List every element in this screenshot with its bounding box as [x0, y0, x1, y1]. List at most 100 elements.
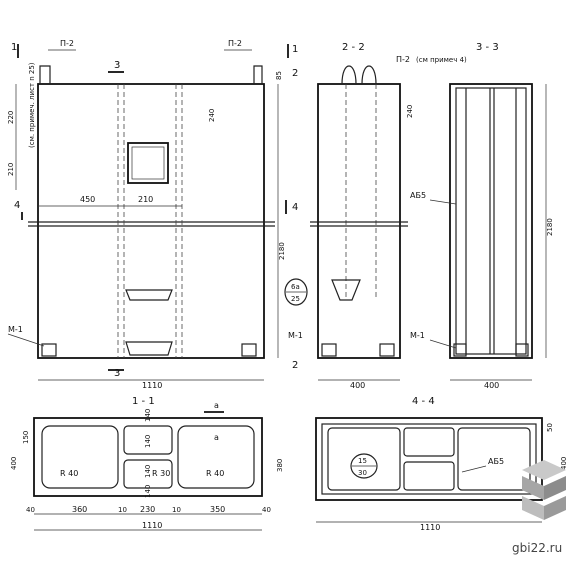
section-44-outline — [315, 417, 543, 501]
front-loop-left — [39, 65, 51, 84]
section-33-title: 3 - 3 — [476, 42, 499, 53]
section-33-embed-left — [453, 343, 467, 357]
watermark-logo — [522, 460, 566, 520]
front-loop-label-left: П-2 — [60, 39, 74, 48]
section-11-dim-10a: 10 — [118, 506, 127, 514]
front-dim-85: 85 — [275, 71, 283, 80]
section-11-mark-a: а — [214, 401, 219, 410]
section-33-inner — [455, 87, 527, 355]
section-33-mark-ab5: АБ5 — [410, 191, 426, 200]
front-opening-inner — [131, 146, 165, 180]
cut-label-3-bottom: 3 — [114, 368, 120, 379]
section-11-chamber-mid-bottom — [123, 459, 173, 489]
section-33-dim-2180: 2180 — [546, 218, 554, 236]
section-44-callout-bottom: 30 — [358, 469, 367, 477]
front-mark-m1-right: М-1 — [288, 331, 303, 340]
front-loop-label-right: П-2 — [228, 39, 242, 48]
section-3-3: 3 - 3 АБ5 М-1 2180 400 — [410, 42, 554, 390]
logo-cube-right — [544, 476, 566, 500]
section-44-inner — [321, 423, 537, 495]
section-44-dim-400: 400 — [560, 457, 568, 470]
section-22-dim-240: 240 — [406, 105, 414, 118]
section-33-mark-m1: М-1 — [410, 331, 425, 340]
section-22-loop-label: П-2 — [396, 55, 410, 64]
section-11-dim-1110: 1110 — [142, 521, 162, 530]
front-mark-m1-leader — [7, 333, 45, 347]
section-11-mark-a-inner: а — [214, 433, 219, 442]
cut-label-2-top: 2 — [292, 68, 298, 79]
front-dim-2180: 2180 — [278, 242, 286, 260]
section-22-loop-1 — [341, 65, 357, 85]
section-22-chamber — [331, 279, 361, 301]
logo-cube-top — [522, 460, 566, 480]
section-11-dim-150: 150 — [22, 431, 30, 444]
cut-label-2-bottom: 2 — [292, 360, 298, 371]
section-11-outline — [33, 417, 263, 497]
section-22-title: 2 - 2 — [342, 42, 365, 53]
section-22-dim-400: 400 — [350, 381, 365, 390]
section-11-dim-40b: 40 — [262, 506, 271, 514]
section-22-note: (см примеч 4) — [416, 56, 467, 64]
section-44-ab5-leader — [461, 465, 487, 473]
front-dim-1110: 1110 — [142, 381, 162, 390]
section-2-2: 2 - 2 П-2 (см примеч 4) 240 400 — [310, 42, 467, 390]
section-44-callout-circle — [350, 453, 378, 479]
section-44-chamber-left — [327, 427, 401, 491]
front-embed-m1-right — [241, 343, 257, 357]
section-44-chamber-right — [457, 427, 531, 491]
section-33-m1-leader — [429, 339, 457, 349]
section-11-dim-380: 380 — [276, 459, 284, 472]
logo-cube-left — [522, 476, 544, 500]
section-11-chamber-left — [41, 425, 119, 489]
section-11-title: 1 - 1 — [132, 396, 155, 407]
front-note: (см. примеч. лист n 25) — [28, 62, 36, 148]
section-33-ab5-leader — [429, 199, 457, 205]
section-44-chamber-mid-top — [403, 427, 455, 457]
section-11-dim-140b: 140 — [144, 435, 152, 448]
cut-label-1-right: 1 — [292, 44, 298, 55]
front-dim-240: 240 — [208, 109, 216, 122]
front-elevation: 1 1 2 2 3 3 4 4 П-2 П-2 220 210 (см. при… — [7, 39, 308, 390]
cut-label-3-top: 3 — [114, 60, 120, 71]
front-dim-210b: 210 — [138, 195, 153, 204]
section-44-chamber-mid-bottom — [403, 461, 455, 491]
section-11-r40a: R 40 — [60, 469, 78, 478]
front-callout-circle — [284, 278, 308, 306]
section-11-r30: R 30 — [152, 469, 170, 478]
section-22-embed-right — [379, 343, 395, 357]
front-dim-210: 210 — [7, 163, 15, 176]
section-44-mark-ab5: АБ5 — [488, 457, 504, 466]
section-11-dim-140a: 140 — [144, 409, 152, 422]
section-11-dim-140c: 140 — [144, 465, 152, 478]
section-4-4: 4 - 4 15 30 АБ5 50 400 1110 — [315, 396, 568, 532]
front-panel-outline — [37, 83, 265, 359]
section-11-dim-10b: 10 — [172, 506, 181, 514]
section-11-dim-400: 400 — [10, 457, 18, 470]
section-11-r40b: R 40 — [206, 469, 224, 478]
front-chamber-upper — [125, 289, 173, 301]
front-dim-450: 450 — [80, 195, 95, 204]
section-33-embed-right — [515, 343, 529, 357]
front-callout-top: 6а — [291, 283, 300, 291]
section-11-dim-40a: 40 — [26, 506, 35, 514]
front-mark-m1: М-1 — [8, 325, 23, 334]
section-11-chamber-right — [177, 425, 255, 489]
cut-label-4-right: 4 — [292, 202, 298, 213]
front-chamber-lower — [125, 341, 173, 356]
front-callout-bottom: 25 — [291, 295, 300, 303]
section-11-dim-360: 360 — [72, 505, 87, 514]
section-44-dim-50: 50 — [546, 423, 554, 432]
cut-label-4-left: 4 — [14, 200, 20, 211]
logo-cube-left-2 — [522, 496, 544, 520]
section-33-dim-400: 400 — [484, 381, 499, 390]
section-11-dim-140d: 140 — [144, 485, 152, 498]
front-opening — [127, 142, 169, 184]
watermark-site: gbi22.ru — [512, 541, 562, 555]
section-1-1: 1 - 1 а а 150 400 140 140 140 140 380 R … — [10, 396, 284, 531]
section-22-embed-left — [321, 343, 337, 357]
section-22-loop-2 — [361, 65, 377, 85]
cut-label-1-left: 1 — [11, 42, 17, 53]
section-44-callout-top: 15 — [358, 457, 367, 465]
section-22-outline — [317, 83, 401, 359]
